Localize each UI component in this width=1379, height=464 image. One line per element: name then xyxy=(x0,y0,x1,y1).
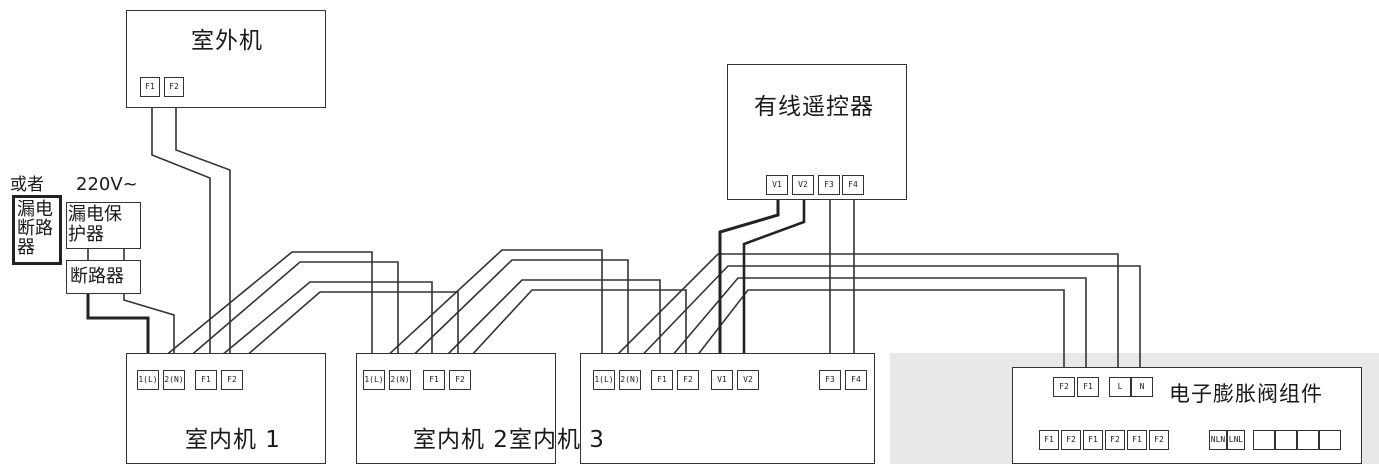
eev-module: F2 F1 L N 电子膨胀阀组件 F1 F2 F1 F2 F1 F2 NLN … xyxy=(1012,367,1362,464)
terminal-f2: F2 xyxy=(1149,430,1169,450)
terminal-f1: F1 xyxy=(1083,430,1103,450)
terminal-v1: V1 xyxy=(711,370,733,390)
terminal-lnl: LNL xyxy=(1227,430,1245,450)
terminal-f3: F3 xyxy=(819,370,841,390)
breaker: 断路器 xyxy=(66,260,141,294)
terminal-f1: F1 xyxy=(651,370,673,390)
breaker-label: 断路器 xyxy=(70,266,124,287)
terminal-f2: F2 xyxy=(449,370,471,390)
terminal-l: L xyxy=(1109,377,1131,397)
wired-controller: 有线遥控器 V1 V2 F3 F4 xyxy=(727,64,907,200)
terminal-blank xyxy=(1319,430,1341,450)
outdoor-unit: 室外机 F1 F2 xyxy=(126,10,326,108)
terminal-f1: F1 xyxy=(423,370,445,390)
terminal-f2: F2 xyxy=(677,370,699,390)
terminal-f1: F1 xyxy=(140,77,160,97)
terminal-2n: 2(N) xyxy=(619,370,641,390)
terminal-f1: F1 xyxy=(1127,430,1147,450)
terminal-blank xyxy=(1253,430,1275,450)
voltage-label: 220V~ xyxy=(76,174,138,195)
terminal-f2: F2 xyxy=(1061,430,1081,450)
terminal-v2: V2 xyxy=(792,175,814,195)
terminal-v2: V2 xyxy=(737,370,759,390)
alt-label: 或者 xyxy=(10,175,44,195)
terminal-2n: 2(N) xyxy=(163,370,185,390)
indoor-unit-2-title: 室内机 2 xyxy=(413,427,509,453)
leakage-protector-label: 漏电保护器 xyxy=(68,204,122,245)
terminal-f1: F1 xyxy=(1077,377,1099,397)
terminal-f3: F3 xyxy=(818,175,840,195)
terminal-f2: F2 xyxy=(1053,377,1075,397)
terminal-f2: F2 xyxy=(221,370,243,390)
terminal-n: N xyxy=(1131,377,1153,397)
terminal-1l: 1(L) xyxy=(137,370,159,390)
wired-controller-title: 有线遥控器 xyxy=(754,94,874,120)
eev-module-title: 电子膨胀阀组件 xyxy=(1169,382,1323,406)
terminal-f1: F1 xyxy=(1039,430,1059,450)
terminal-f4: F4 xyxy=(845,370,867,390)
outdoor-unit-title: 室外机 xyxy=(191,28,263,54)
leakage-breaker-label: 漏电断路器 xyxy=(17,199,53,258)
leakage-breaker: 漏电断路器 xyxy=(12,195,62,265)
indoor-unit-1-title: 室内机 1 xyxy=(185,427,281,453)
terminal-1l: 1(L) xyxy=(593,370,615,390)
terminal-f1: F1 xyxy=(195,370,217,390)
terminal-blank xyxy=(1297,430,1319,450)
terminal-f2: F2 xyxy=(1105,430,1125,450)
terminal-v1: V1 xyxy=(766,175,788,195)
indoor-unit-3-title: 室内机 3 xyxy=(509,427,605,453)
indoor-unit-1: 1(L) 2(N) F1 F2 室内机 1 xyxy=(126,353,326,464)
terminal-blank xyxy=(1275,430,1297,450)
terminal-nln: NLN xyxy=(1209,430,1227,450)
leakage-protector: 漏电保护器 xyxy=(66,202,141,249)
terminal-2n: 2(N) xyxy=(389,370,411,390)
terminal-1l: 1(L) xyxy=(363,370,385,390)
terminal-f2: F2 xyxy=(164,77,184,97)
terminal-f4: F4 xyxy=(842,175,864,195)
indoor-unit-3: 1(L) 2(N) F1 F2 V1 V2 F3 F4 室内机 3 xyxy=(509,353,875,464)
